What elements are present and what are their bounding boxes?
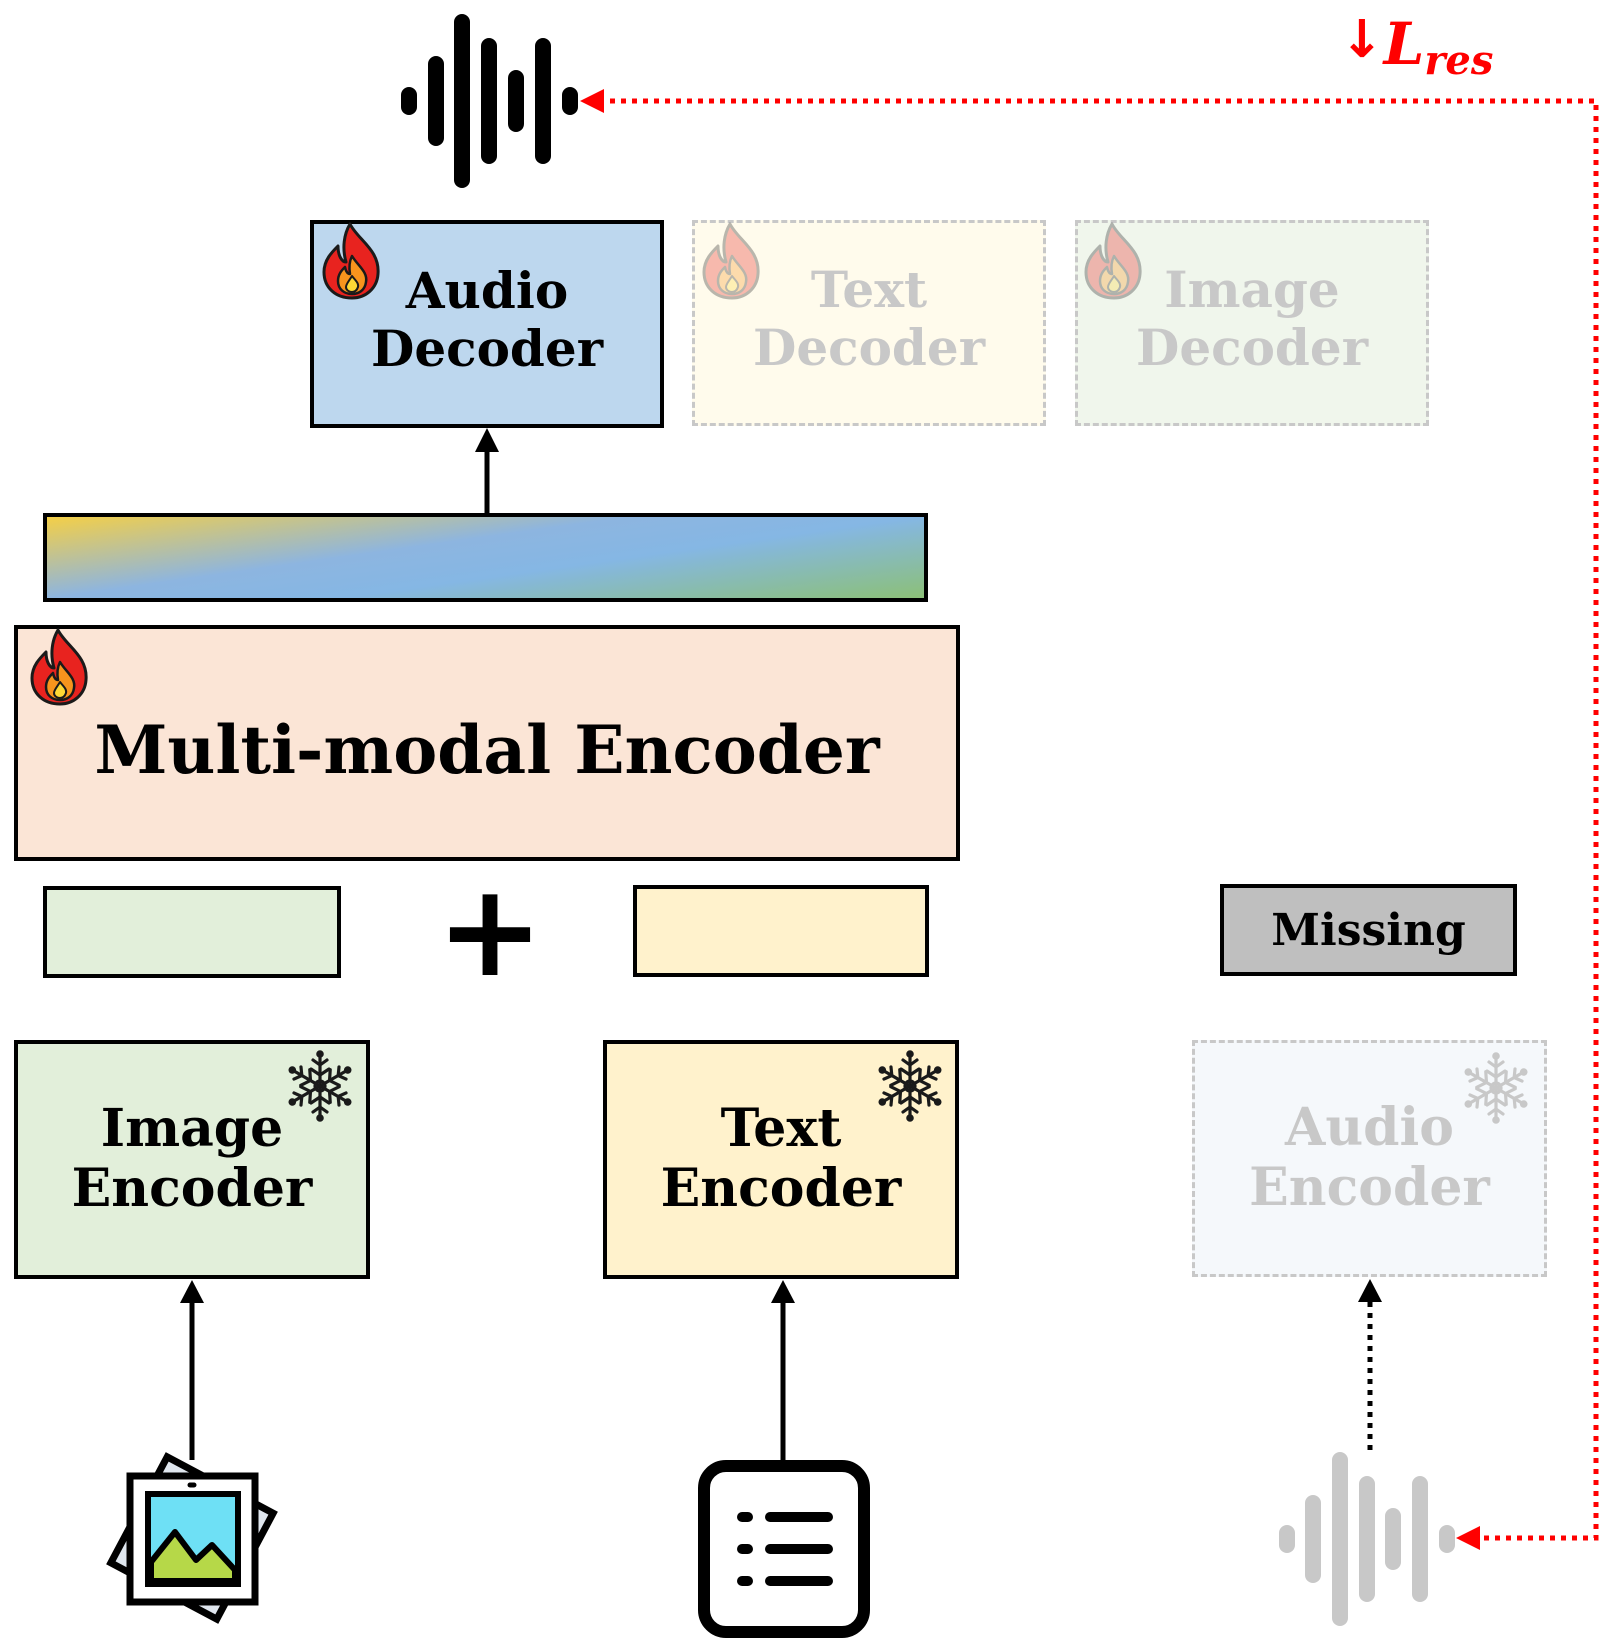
text-decoder-box: Text Decoder (692, 220, 1046, 426)
flame-icon (30, 628, 88, 706)
text-encoder-box: Text Encoder (603, 1040, 959, 1279)
loss-down-arrow: ↓ (1340, 10, 1384, 70)
image-encoder-label: Image Encoder (18, 1099, 366, 1219)
waveform-icon (401, 14, 578, 188)
text-decoder-line2: Decoder (752, 317, 986, 377)
text-encoder-line1: Text (720, 1098, 842, 1159)
arrow-audio-to-encoder-dotted (1358, 1279, 1382, 1450)
audio-decoder-box: Audio Decoder (310, 220, 664, 428)
waveform-icon (1279, 1452, 1455, 1626)
multimodal-encoder-label: Multi-modal Encoder (94, 711, 880, 789)
image-icon (106, 1452, 278, 1624)
image-decoder-box: Image Decoder (1075, 220, 1429, 426)
text-decoder-label: Text Decoder (695, 261, 1043, 376)
flame-icon (322, 222, 380, 300)
audio-encoder-line1: Audio (1285, 1097, 1454, 1158)
missing-label: Missing (1271, 905, 1466, 956)
text-decoder-line1: Text (810, 260, 928, 319)
text-document-icon (698, 1460, 870, 1638)
multimodal-encoder-box: Multi-modal Encoder (14, 625, 960, 861)
snowflake-icon (1462, 1054, 1530, 1122)
audio-decoder-line2: Decoder (370, 318, 604, 378)
image-encoder-line1: Image (100, 1098, 284, 1159)
image-encoder-line2: Encoder (71, 1157, 313, 1219)
audio-decoder-line1: Audio (405, 261, 569, 320)
missing-token: Missing (1220, 884, 1517, 976)
plus-sign: + (436, 857, 544, 1006)
arrow-text-to-encoder (771, 1280, 795, 1460)
image-decoder-line2: Decoder (1135, 317, 1369, 377)
text-encoder-label: Text Encoder (607, 1099, 955, 1219)
arrow-embedding-to-decoder (475, 428, 499, 513)
flame-icon (702, 222, 760, 300)
text-embedding-token (633, 885, 929, 977)
reconstruction-loss-loop (580, 89, 1599, 1550)
audio-encoder-label: Audio Encoder (1195, 1098, 1544, 1218)
snowflake-icon (876, 1052, 944, 1120)
loss-symbol: L (1383, 10, 1425, 78)
text-encoder-line2: Encoder (660, 1157, 902, 1219)
audio-decoder-label: Audio Decoder (314, 262, 660, 377)
image-decoder-label: Image Decoder (1078, 261, 1426, 376)
arrow-image-to-encoder (180, 1280, 204, 1460)
image-decoder-line1: Image (1164, 260, 1340, 319)
reconstruction-loss-label: ↓Lres (1340, 10, 1530, 84)
flame-icon (1084, 222, 1142, 300)
audio-encoder-line2: Encoder (1249, 1156, 1490, 1218)
fused-embedding-bar (43, 513, 928, 602)
audio-encoder-box: Audio Encoder (1192, 1040, 1547, 1277)
snowflake-icon (286, 1052, 354, 1120)
loss-subscript: res (1424, 37, 1494, 84)
image-embedding-token (43, 886, 341, 978)
